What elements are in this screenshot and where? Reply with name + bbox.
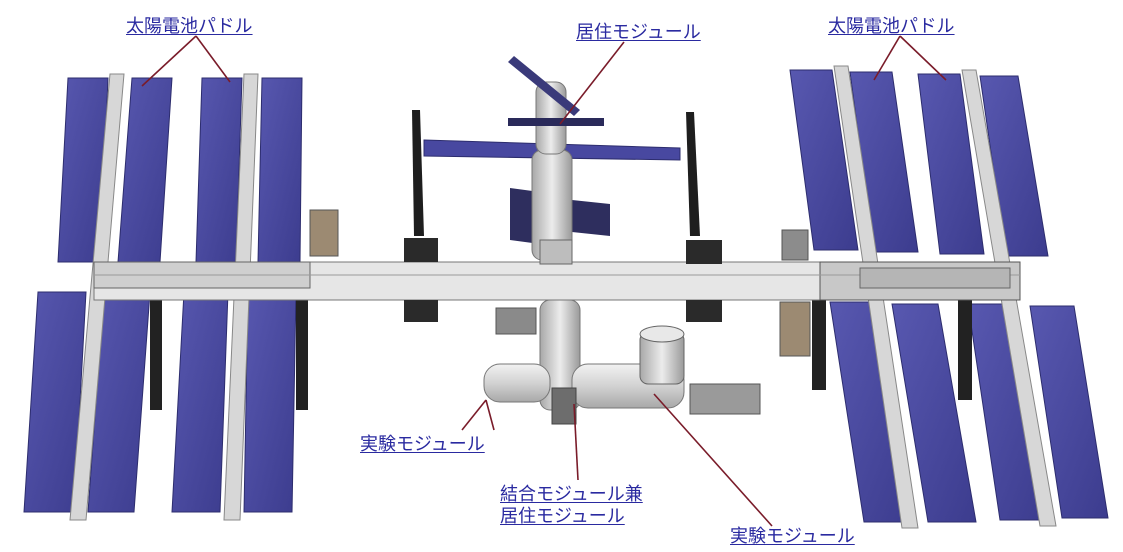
radiator-shadow [958, 300, 972, 400]
leader-line [141, 35, 197, 87]
us-segment [483, 299, 761, 425]
leader-lines [141, 35, 947, 527]
experiment-module-label-left: 実験モジュール [360, 434, 485, 455]
solar-panel [171, 291, 229, 513]
experiment-module-label-right: 実験モジュール [730, 526, 855, 547]
radiator-shadow [296, 300, 308, 410]
solar-panel [195, 77, 243, 263]
leader-line [195, 35, 231, 83]
node-label-line2: 居住モジュール [500, 506, 625, 527]
solar-panel [917, 73, 985, 255]
main-truss [93, 261, 1021, 301]
solar-panel [117, 77, 173, 263]
solar-paddle-label-right: 太陽電池パドル [828, 16, 955, 37]
habitation-module-label: 居住モジュール [576, 22, 701, 43]
node-habitation-module-label: 結合モジュール兼 居住モジュール [500, 484, 643, 528]
solar-panel [789, 69, 859, 251]
solar-panel [257, 77, 303, 263]
leader-line [573, 403, 579, 481]
russian-segment [423, 56, 681, 265]
node-label-line1: 結合モジュール兼 [500, 484, 643, 505]
solar-panel [1029, 305, 1109, 519]
radiator-shadow [812, 300, 826, 390]
leader-line [485, 399, 495, 431]
leader-line [559, 41, 625, 125]
leader-line [899, 35, 947, 81]
radiator-shadow [150, 300, 162, 410]
leader-line [873, 35, 901, 81]
leader-line [653, 393, 773, 527]
solar-paddle-label-left: 太陽電池パドル [126, 16, 253, 37]
radiators [309, 110, 811, 357]
solar-panel [243, 291, 297, 513]
leader-line [461, 399, 487, 431]
solar-panel [891, 303, 977, 523]
